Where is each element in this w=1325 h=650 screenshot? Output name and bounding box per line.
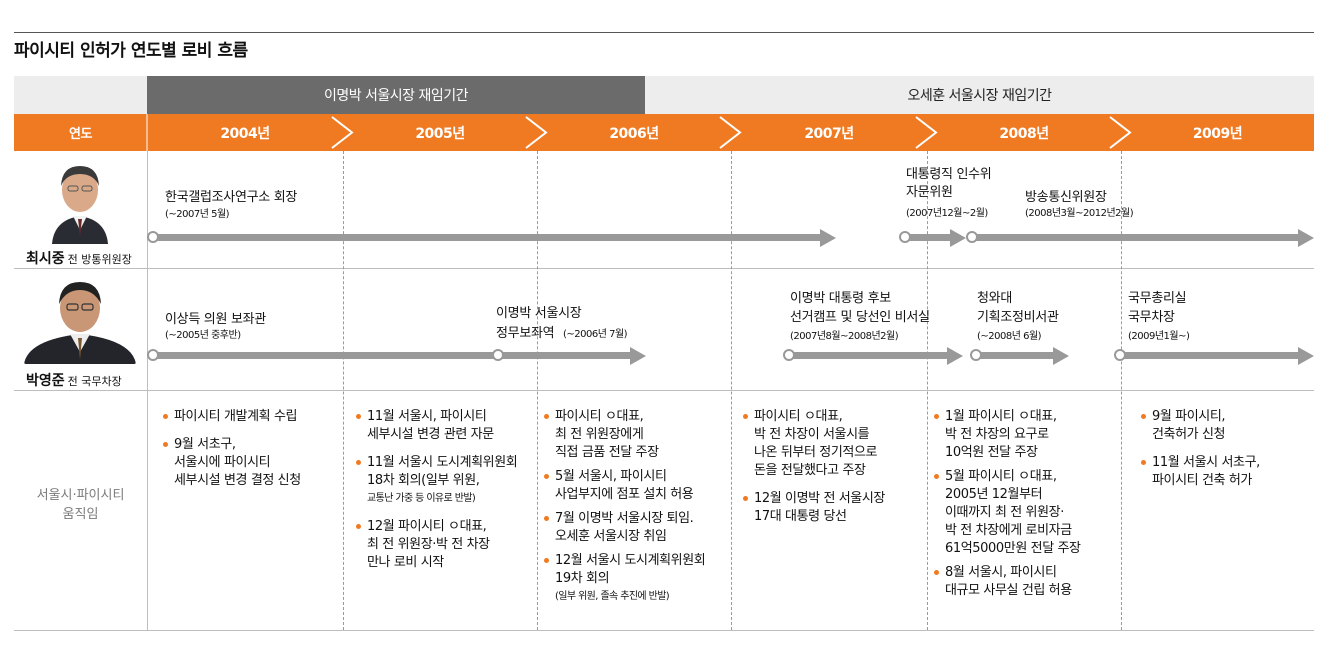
list-item: 11월 서울시 서초구,파이시티 건축 허가 [1140,454,1260,490]
event-period: (2008년3월~2012년2월) [1025,208,1134,219]
bottom-rule [14,630,1314,631]
event-label: 기획조정비서관 [977,310,1059,325]
event-period: (2007년12월~2월) [906,208,988,219]
term-lee: 이명박 서울시장 재임기간 [147,76,645,114]
page-title: 파이시티 인허가 연도별 로비 흐름 [14,41,248,61]
start-marker-icon [1114,349,1126,361]
event-label: 한국갤럽조사연구소 회장 [165,190,298,205]
list-item: 7월 이명박 서울시장 퇴임.오세훈 서울시장 취임 [543,510,705,546]
event-label: 자문위원 [906,185,953,200]
chevron-icon [915,116,938,149]
event-period: (2007년8월~2008년2월) [790,331,899,342]
list-item: 파이시티 개발계획 수립 [162,408,301,426]
year-2007: 2007년 [804,125,854,142]
top-rule [14,32,1314,33]
event-label: 이명박 대통령 후보 [790,291,891,306]
tenure-arrow [152,352,630,359]
event-label: 선거캠프 및 당선인 비서실 [790,310,930,325]
chevron-icon [1109,116,1132,149]
tenure-arrow [976,352,1053,359]
start-marker-icon [147,231,159,243]
event-label: 정무보좌역 [496,326,555,341]
arrow-head-icon [820,229,836,247]
year-2004: 2004년 [220,125,270,142]
event-label: 국무총리실 [1128,291,1187,306]
label-column-divider [147,151,148,630]
tenure-arrow [152,234,820,241]
year-divider [1121,151,1122,630]
term-blank-cell [14,76,147,114]
list-item: 9월 파이시티,건축허가 신청 [1140,408,1260,444]
term-oh: 오세훈 서울시장 재임기간 [645,76,1314,114]
start-marker-icon [783,349,795,361]
movements-label: 서울시·파이시티 움직임 [36,488,125,522]
year-header-bar: 연도 2004년 2005년 2006년 2007년 2008년 2009년 [14,114,1314,151]
year-separators [146,114,1132,151]
year-2008: 2008년 [999,125,1049,142]
start-marker-icon [147,349,159,361]
event-label: 이명박 서울시장 [496,306,582,321]
tenure-arrow [789,352,947,359]
tenure-arrow [972,234,1298,241]
event-label: 국무차장 [1128,310,1175,325]
year-divider [731,151,732,630]
year-divider [537,151,538,630]
year-divider [343,151,344,630]
arrow-head-icon [1053,347,1069,365]
row-divider [14,268,1314,269]
event-period: (~2006년 7월) [563,329,628,340]
start-marker-icon [899,231,911,243]
year-header-label: 연도 [69,127,92,142]
arrow-head-icon [630,347,646,365]
arrow-head-icon [1298,347,1314,365]
event-period: (2009년1월~) [1128,331,1190,342]
event-label: 이상득 의원 보좌관 [165,312,266,327]
tenure-arrow [905,234,950,241]
row-divider [14,390,1314,391]
event-label: 대통령직 인수위 [906,167,992,182]
arrow-head-icon [1298,229,1314,247]
event-period: (~2007년 5월) [165,209,230,220]
event-label: 청와대 [977,291,1012,306]
start-marker-icon [966,231,978,243]
movements-2009: 9월 파이시티,건축허가 신청 11월 서울시 서초구,파이시티 건축 허가 [1140,408,1260,500]
year-2009: 2009년 [1192,125,1243,142]
event-period: (~2005년 중후반) [165,330,241,341]
start-marker-icon [970,349,982,361]
start-marker-icon [492,349,504,361]
avatar [24,272,136,364]
chevron-icon [331,116,354,149]
year-2005: 2005년 [415,125,465,142]
year-divider [927,151,928,630]
event-label: 방송통신위원장 [1025,190,1107,205]
chevron-icon [525,116,548,149]
year-2006: 2006년 [609,125,659,142]
event-period: (~2008년 6월) [977,331,1042,342]
arrow-head-icon [950,229,966,247]
arrow-head-icon [947,347,963,365]
avatar [46,156,114,244]
chevron-icon [719,116,742,149]
tenure-arrow [1120,352,1298,359]
